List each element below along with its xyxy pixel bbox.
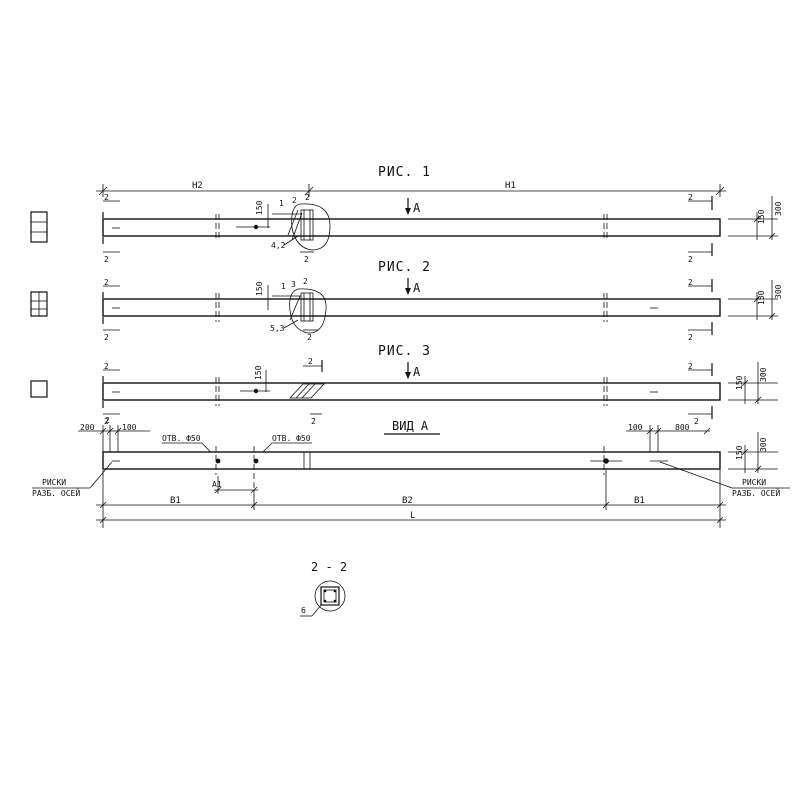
fig3-beam	[102, 382, 721, 401]
fig2-pos53: 5,3	[270, 324, 285, 333]
fig1-pos1: 1	[279, 199, 284, 208]
fig1-sec-bm: 2	[304, 255, 309, 264]
fig2-arrow-a: А	[413, 281, 421, 295]
fig1-dim-h1: H1	[505, 181, 516, 191]
fig1-beam	[102, 218, 721, 237]
view-a: ВИД А 200 2 100 ОТВ. Ф50 ОТВ. Ф50 100 80…	[32, 416, 790, 528]
view-a-axes-right: РАЗБ. ОСЕЙ	[732, 487, 780, 498]
fig2-sec-br: 2	[688, 333, 693, 342]
fig2-node-outline	[289, 288, 327, 334]
view-a-beam	[102, 451, 721, 470]
section-icon-2	[30, 291, 48, 317]
fig1-dim-h2: H2	[192, 181, 203, 191]
section-2-2-title: 2 - 2	[311, 560, 347, 574]
fig2-pos3: 3	[291, 280, 296, 289]
fig3-sec-bl: 2	[104, 417, 109, 426]
view-a-title: ВИД А	[392, 419, 429, 433]
fig3-sec-bm: 2	[311, 417, 316, 426]
figure-2: РИС. 2 150 1 3 2 5,3 2 2 2 2 2	[102, 260, 783, 342]
fig1-dim-r300: 300	[774, 201, 783, 216]
figure-3: РИС. 3 150 2 2 2 2 2 2 А	[102, 344, 778, 426]
fig3-arrow-a: А	[413, 365, 421, 379]
fig3-sec-tr: 2	[688, 362, 693, 371]
view-a-marks-right: РИСКИ	[742, 478, 766, 487]
view-a-dim-b2: В2	[402, 496, 413, 506]
view-a-marks-left: РИСКИ	[42, 478, 66, 487]
fig3-dim-r150: 150	[735, 375, 744, 390]
view-a-hole-1: ОТВ. Ф50	[162, 434, 201, 443]
fig3-dim-150: 150	[254, 365, 263, 380]
view-a-dim-2: 2	[105, 416, 110, 425]
view-a-dim-r300: 300	[759, 437, 768, 452]
view-a-dim-a1: A1	[212, 480, 222, 489]
view-a-dim-b1-right: В1	[634, 496, 645, 506]
fig1-arrow-a: А	[413, 201, 421, 215]
fig2-sec-tr: 2	[688, 278, 693, 287]
fig3-sec-tl: 2	[104, 362, 109, 371]
fig2-sec-tl: 2	[104, 278, 109, 287]
fig1-pos42: 4,2	[271, 241, 286, 250]
fig1-pos2b: 2	[305, 193, 310, 202]
view-a-dim-100: 100	[122, 423, 137, 432]
view-a-dim-r150: 150	[735, 445, 744, 460]
section-icon-3	[30, 380, 48, 398]
fig2-dim-r150: 150	[757, 290, 766, 305]
fig1-sec-bl: 2	[104, 255, 109, 264]
fig3-dim-r300: 300	[759, 367, 768, 382]
fig2-pos1: 1	[281, 282, 286, 291]
fig2-sec-bm: 2	[307, 333, 312, 342]
fig3-sec-tm: 2	[308, 357, 313, 366]
view-a-dim-200: 200	[80, 423, 95, 432]
fig1-pos2: 2	[292, 196, 297, 205]
view-a-dim-r100: 100	[628, 423, 643, 432]
fig2-dim-r300: 300	[774, 284, 783, 299]
fig1-dim-r150: 150	[757, 209, 766, 224]
fig2-pos2: 2	[303, 277, 308, 286]
view-a-axes-left: РАЗБ. ОСЕЙ	[32, 487, 80, 498]
section-2-2-circle	[314, 580, 346, 612]
view-a-dim-b1: В1	[170, 496, 181, 506]
figure-1-title: РИС. 1	[378, 165, 431, 180]
fig3-sec-br: 2	[694, 417, 699, 426]
fig3-hatch	[289, 383, 325, 399]
section-icon-1	[30, 211, 48, 243]
fig2-beam	[102, 298, 721, 317]
view-a-dim-l: L	[410, 511, 415, 521]
fig1-node-outline	[291, 203, 331, 251]
section-2-2: 2 - 2 6	[300, 560, 347, 617]
fig1-dim-150: 150	[255, 200, 264, 215]
figure-3-title: РИС. 3	[378, 344, 431, 359]
fig1-sec-br: 2	[688, 255, 693, 264]
figure-2-title: РИС. 2	[378, 260, 431, 275]
fig2-sec-bl: 2	[104, 333, 109, 342]
fig2-dim-150: 150	[255, 281, 264, 296]
fig1-sec-tl: 2	[104, 193, 109, 202]
fig1-sec-tr: 2	[688, 193, 693, 202]
figure-1: РИС. 1 H2 H1 150 1 2 2 4,2	[96, 165, 783, 264]
view-a-hole-2: ОТВ. Ф50	[272, 434, 311, 443]
section-2-2-pos6: 6	[301, 606, 306, 615]
view-a-dim-800: 800	[675, 423, 690, 432]
